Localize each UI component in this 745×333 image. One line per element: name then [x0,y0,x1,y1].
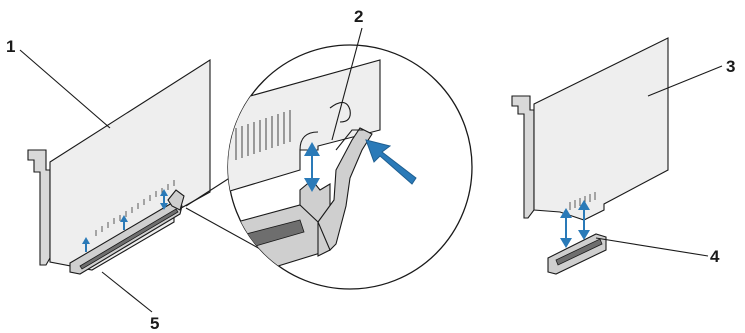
callout-1: 1 [6,37,110,128]
callout-4-label: 4 [710,247,720,266]
callout-4: 4 [596,238,720,266]
callout-5: 5 [102,272,159,333]
pcie-x1-card-icon [512,38,668,220]
callout-1-label: 1 [6,37,15,56]
x1-slot-icon [548,234,606,274]
callout-5-label: 5 [150,314,159,333]
callout-2-label: 2 [354,7,363,26]
magnified-retention-clip [200,45,472,290]
callout-3-label: 3 [726,57,735,76]
